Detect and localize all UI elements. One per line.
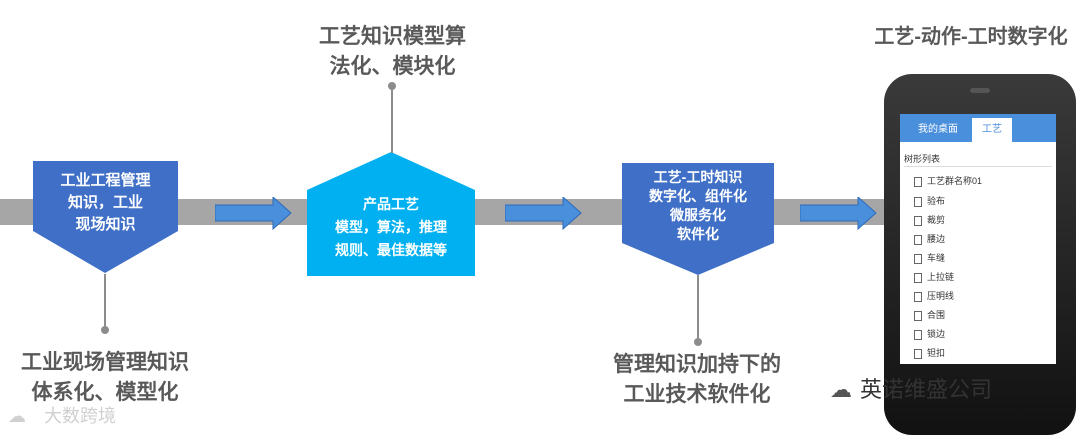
stage-1-dot: [101, 326, 109, 334]
stage-3-caption: 管理知识加持下的 工业技术软件化: [613, 353, 781, 406]
stage-1-caption: 工业现场管理知识 体系化、模型化: [21, 351, 189, 404]
list-item[interactable]: 腰边: [914, 232, 945, 246]
list-item[interactable]: 裁剪: [914, 213, 945, 227]
phone-speaker: [970, 88, 990, 93]
list-item[interactable]: 上拉链: [914, 270, 954, 284]
list-item[interactable]: 钽扣: [914, 346, 945, 360]
document-icon: [914, 291, 922, 302]
list-item[interactable]: 验布: [914, 194, 945, 208]
watermark-left: ☁大数跨境: [8, 406, 116, 426]
arrow-2: [505, 197, 582, 231]
arrow-1: [215, 197, 292, 231]
stage-1-connector: [104, 274, 106, 329]
document-icon: [914, 310, 922, 321]
list-item[interactable]: 合围: [914, 308, 945, 322]
wechat-icon: ☁: [830, 377, 852, 402]
document-icon: [914, 253, 922, 264]
document-icon: [914, 234, 922, 245]
stage-2-label: 产品工艺 模型，算法，推理 规则、最佳数据等: [335, 196, 447, 258]
document-icon: [914, 272, 922, 283]
stage-2-dot: [388, 82, 396, 90]
stage-1-shape: [33, 161, 178, 273]
tree-list-title: 树形列表: [904, 154, 941, 164]
document-icon: [914, 176, 922, 187]
stage-3-dot: [694, 338, 702, 346]
phone-title: 工艺-动作-工时数字化: [874, 26, 1068, 48]
stage-2-connector: [391, 87, 393, 153]
list-item[interactable]: 车缝: [914, 251, 945, 265]
phone-screen: 我的桌面 工艺 树形列表 工艺群名称01 验布 裁剪 腰边 车缝 上拉链 压明线…: [900, 114, 1056, 364]
watermark-right: ☁英诺维盛公司: [830, 377, 993, 402]
arrow-3: [800, 197, 877, 231]
stage-2-shape: [307, 152, 475, 276]
list-item[interactable]: 工艺群名称01: [914, 174, 982, 188]
tab-bar: 我的桌面 工艺: [900, 114, 1056, 142]
document-icon: [914, 329, 922, 340]
tab-desktop[interactable]: 我的桌面: [918, 124, 958, 135]
wechat-icon: ☁: [8, 406, 26, 426]
stage-3-connector: [697, 275, 699, 343]
list-item[interactable]: 压明线: [914, 289, 954, 303]
document-icon: [914, 348, 922, 359]
tab-process[interactable]: 工艺: [972, 118, 1012, 142]
stage-1-label: 工业工程管理 知识，工业 现场知识: [60, 172, 151, 233]
document-icon: [914, 196, 922, 207]
document-icon: [914, 215, 922, 226]
list-item[interactable]: 锁边: [914, 327, 945, 341]
stage-3-shape: [622, 163, 774, 275]
divider: [904, 166, 1052, 167]
stage-3-label: 工艺-工时知识 数字化、组件化 微服务化 软件化: [649, 169, 747, 242]
stage-2-caption: 工艺知识模型算 法化、模块化: [319, 25, 466, 78]
